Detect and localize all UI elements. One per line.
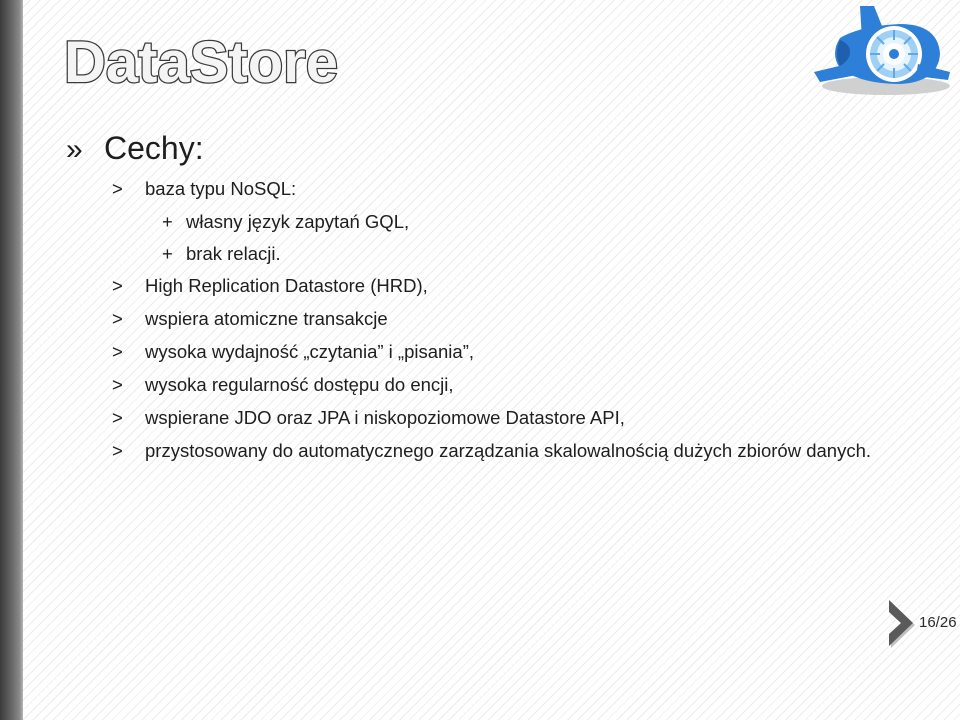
app-engine-airplane-logo-icon [814, 6, 950, 95]
list-item: > baza typu NoSQL: [66, 178, 926, 200]
sub-list-item: + własny język zapytań GQL, [66, 211, 926, 233]
item-bullet: > [112, 440, 123, 461]
sub-list-item-text: własny język zapytań GQL, [186, 211, 410, 232]
list-item: > High Replication Datastore (HRD), [66, 275, 926, 297]
list-item-text: wspiera atomiczne transakcje [145, 308, 388, 329]
section-heading: » Cechy: [66, 128, 926, 168]
page-number: 16/26 [919, 614, 957, 631]
list-item-text: wysoka regularność dostępu do encji, [145, 374, 454, 395]
item-bullet: > [112, 178, 123, 199]
sub-list-item-text: brak relacji. [186, 243, 281, 264]
slide-title: DataStore [63, 29, 339, 96]
list-item: > wysoka wydajność „czytania” i „pisania… [66, 341, 926, 363]
item-bullet: > [112, 407, 123, 428]
list-item-text: High Replication Datastore (HRD), [145, 275, 428, 296]
item-bullet: > [112, 341, 123, 362]
sub-list-item: + brak relacji. [66, 243, 926, 265]
heading-bullet: » [66, 133, 83, 166]
left-sidebar-bar [0, 0, 23, 720]
next-slide-chevron-right-icon[interactable] [886, 598, 916, 648]
sub-item-bullet: + [162, 211, 173, 232]
item-bullet: > [112, 275, 123, 296]
item-bullet: > [112, 374, 123, 395]
list-item: > wspiera atomiczne transakcje [66, 308, 926, 330]
item-bullet: > [112, 308, 123, 329]
list-item-text: wspierane JDO oraz JPA i niskopoziomowe … [145, 407, 625, 428]
list-item-text: przystosowany do automatycznego zarządza… [145, 440, 871, 461]
list-item: > przystosowany do automatycznego zarząd… [66, 440, 926, 462]
list-item-text: baza typu NoSQL: [145, 178, 297, 199]
slide-content: » Cechy: > baza typu NoSQL: + własny jęz… [66, 128, 926, 473]
slide-title-text: DataStore [64, 30, 338, 95]
list-item: > wysoka regularność dostępu do encji, [66, 374, 926, 396]
list-item: > wspierane JDO oraz JPA i niskopoziomow… [66, 407, 926, 429]
sub-item-bullet: + [162, 243, 173, 264]
section-heading-text: Cechy: [104, 130, 204, 166]
list-item-text: wysoka wydajność „czytania” i „pisania”, [145, 341, 475, 362]
